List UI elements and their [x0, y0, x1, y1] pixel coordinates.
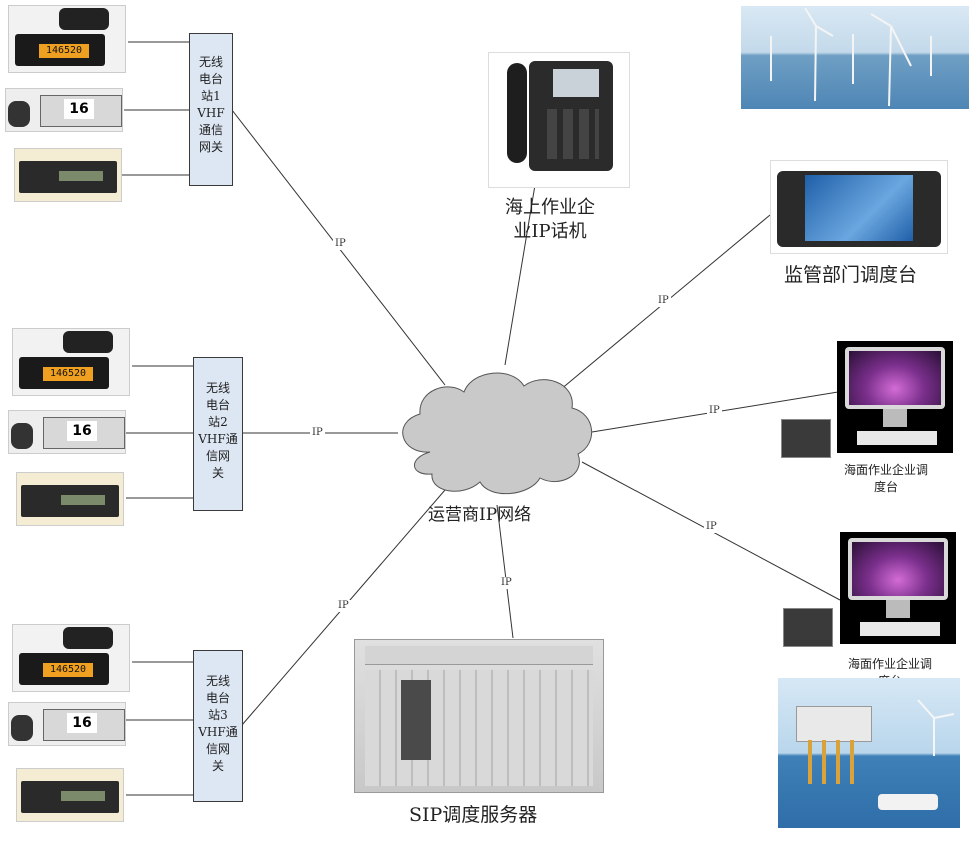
vhf-radio-image: 16 — [8, 410, 126, 454]
radio-display: 146520 — [39, 44, 89, 58]
ip-label: IP — [499, 577, 514, 589]
offshore-platform-photo — [778, 678, 960, 828]
gateway-box-1: 无线 电台 站1 VHF 通信 网关 — [189, 33, 233, 186]
supervisor-console-label: 监管部门调度台 — [784, 264, 918, 286]
ip-label: IP — [336, 600, 351, 612]
channel-display: 16 — [64, 99, 94, 119]
base-radio-image — [16, 472, 124, 526]
ip-phone-label: 海上作业企 业IP话机 — [505, 197, 595, 242]
base-radio-image — [16, 768, 124, 822]
channel-display: 16 — [67, 713, 97, 733]
supervisor-console-image — [770, 160, 948, 254]
ip-label: IP — [656, 295, 671, 307]
ip-network-cloud — [402, 372, 593, 495]
monitor-image — [837, 341, 953, 453]
vhf-radio-image: 16 — [8, 702, 126, 746]
channel-display: 16 — [67, 421, 97, 441]
ip-label: IP — [333, 238, 348, 250]
cloud-label: 运营商IP网络 — [428, 505, 532, 525]
ip-label: IP — [707, 405, 722, 417]
vhf-radio-image: 16 — [5, 88, 123, 132]
ip-label: IP — [704, 521, 719, 533]
base-radio-image — [14, 148, 122, 202]
radio-display: 146520 — [43, 663, 93, 677]
gateway-box-2: 无线 电台 站2 VHF通 信网 关 — [193, 357, 243, 511]
sip-server-label: SIP调度服务器 — [409, 804, 538, 826]
wind-farm-photo — [741, 6, 969, 109]
gateway-box-3: 无线 电台 站3 VHF通 信网 关 — [193, 650, 243, 802]
ip-phone-image — [488, 52, 630, 188]
monitor-image — [840, 532, 956, 644]
radio-display: 146520 — [43, 367, 93, 381]
sea-console-label-1: 海面作业企业调 度台 — [844, 463, 929, 494]
ip-label: IP — [310, 427, 325, 439]
mobile-radio-image: 146520 — [8, 5, 126, 73]
sip-server-image — [354, 639, 604, 793]
mobile-radio-image: 146520 — [12, 624, 130, 692]
speaker-device-image — [783, 608, 833, 647]
mobile-radio-image: 146520 — [12, 328, 130, 396]
speaker-device-image — [781, 419, 831, 458]
